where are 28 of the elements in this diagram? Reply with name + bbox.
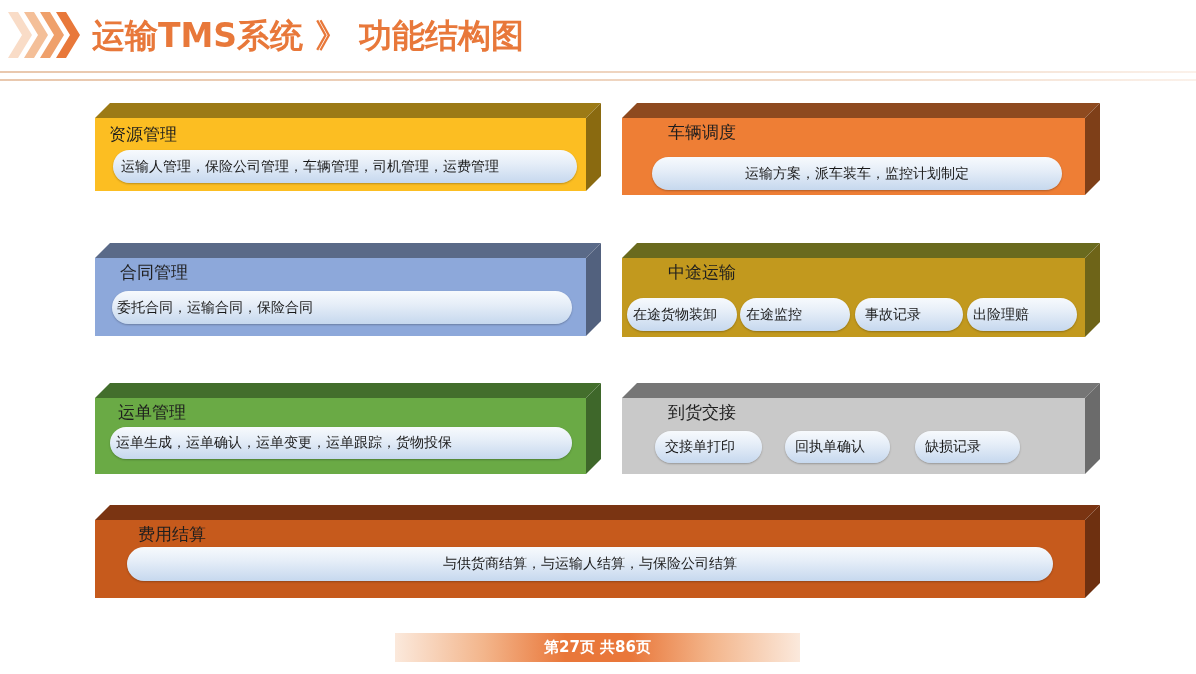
function-pill: 回执单确认 <box>785 431 890 463</box>
page-title: 运输TMS系统 》 功能结构图 <box>92 15 525 57</box>
function-pill: 运单生成，运单确认，运单变更，运单跟踪，货物投保 <box>110 427 572 459</box>
function-pill: 在途监控 <box>740 298 850 331</box>
module-title: 到货交接 <box>668 402 736 422</box>
module-block <box>622 383 1100 474</box>
module-title: 费用结算 <box>138 524 206 544</box>
module-block <box>622 103 1100 195</box>
function-pill: 运输人管理，保险公司管理，车辆管理，司机管理，运费管理 <box>113 150 577 183</box>
function-pill: 交接单打印 <box>655 431 762 463</box>
module-title: 合同管理 <box>120 262 188 282</box>
module-title: 车辆调度 <box>668 122 736 142</box>
module-block <box>95 383 601 474</box>
module-title: 中途运输 <box>668 262 736 282</box>
function-pill: 事故记录 <box>855 298 963 331</box>
function-pill: 缺损记录 <box>915 431 1020 463</box>
module-title: 资源管理 <box>109 124 177 144</box>
module-block <box>95 243 601 336</box>
function-pill: 出险理赔 <box>967 298 1077 331</box>
module-block <box>622 243 1100 337</box>
function-pill: 委托合同，运输合同，保险合同 <box>112 291 572 324</box>
module-title: 运单管理 <box>118 402 186 422</box>
function-pill: 运输方案，派车装车，监控计划制定 <box>652 157 1062 190</box>
module-block <box>95 103 601 191</box>
function-pill: 在途货物装卸 <box>627 298 737 331</box>
module-block <box>95 505 1100 598</box>
function-pill: 与供货商结算，与运输人结算，与保险公司结算 <box>127 547 1053 581</box>
page-indicator: 第27页 共86页 <box>395 633 800 662</box>
